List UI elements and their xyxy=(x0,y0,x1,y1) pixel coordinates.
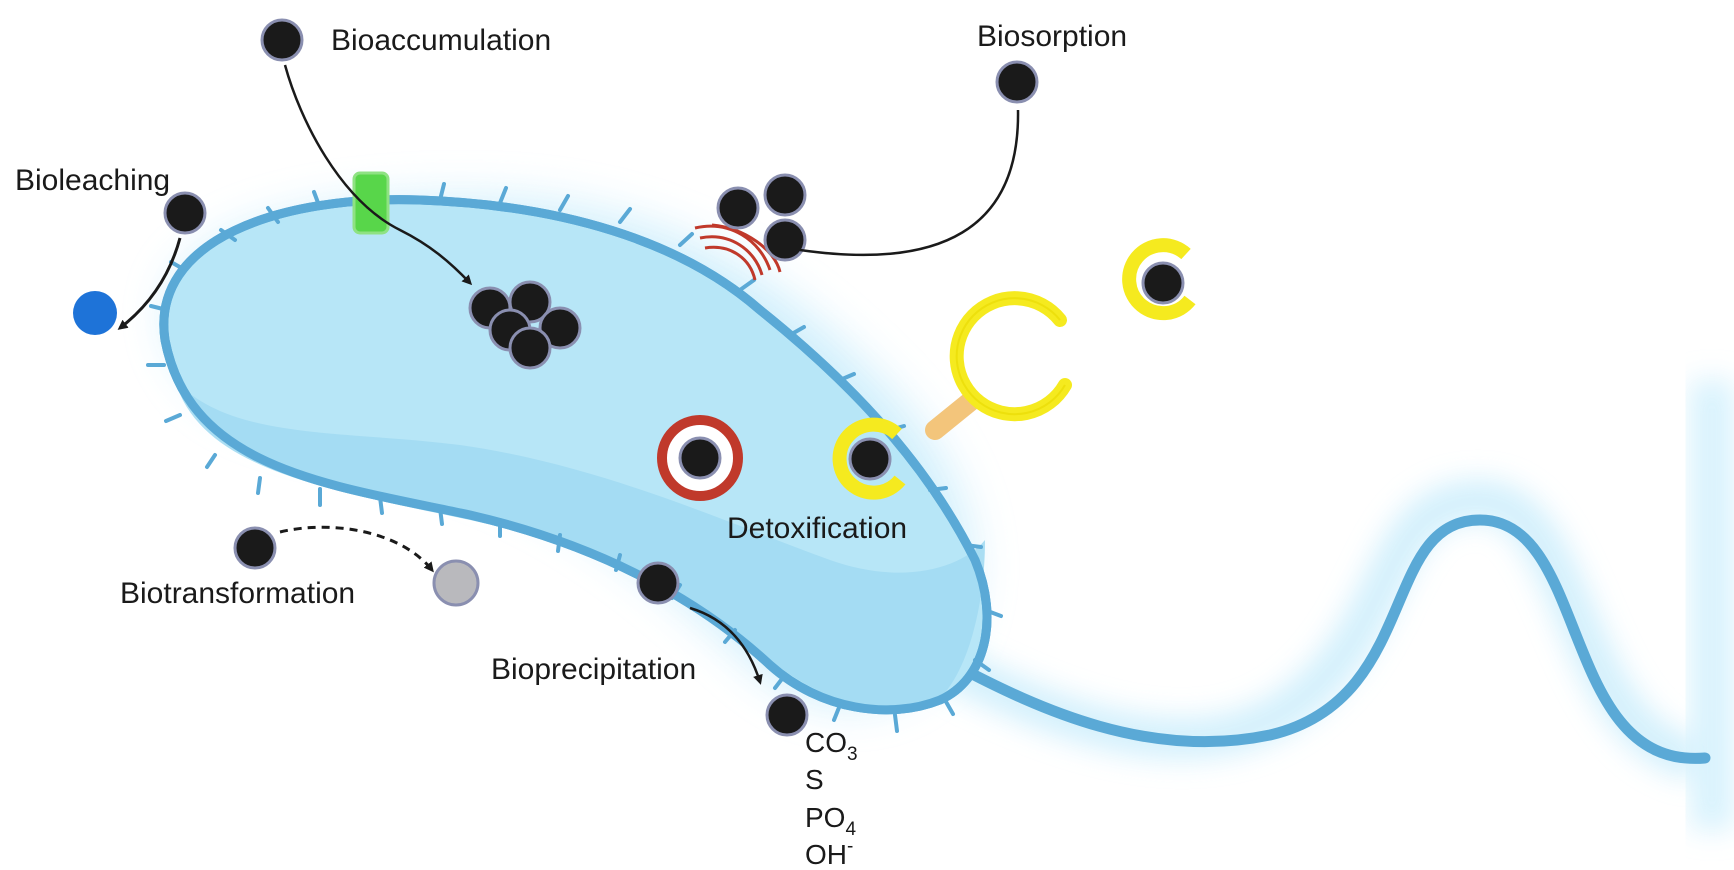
bioleaching-arrow xyxy=(117,237,182,330)
receptor-stalk-icon xyxy=(925,390,982,440)
bioleaching-label: Bioleaching xyxy=(15,164,170,197)
biotransformation-arrow xyxy=(279,525,434,573)
precipitate-list: CO3 S PO4 OH- xyxy=(805,727,858,870)
accumulated-metal-cluster xyxy=(468,280,582,370)
transporter-icon xyxy=(352,171,390,235)
chelated-metal-inside xyxy=(832,417,906,500)
bioleached-ion-icon xyxy=(73,291,117,335)
bioprecipitation-label: Bioprecipitation xyxy=(491,653,696,686)
transformed-ion-icon xyxy=(432,559,480,607)
metal-ion-icon xyxy=(163,191,207,235)
bacterial-cell xyxy=(159,195,992,715)
sorbed-metals xyxy=(716,173,807,262)
hydroxide-formula: OH- xyxy=(805,836,853,870)
metal-ion-icon xyxy=(260,18,304,62)
process-arrows xyxy=(117,64,1020,685)
metal-ion-icon xyxy=(848,437,892,481)
sulfide-formula: S xyxy=(805,764,824,795)
metal-ion-icon xyxy=(678,436,722,480)
metal-ion-icon xyxy=(765,693,809,737)
carbonate-formula: CO3 xyxy=(805,727,858,765)
metal-ion-icon xyxy=(1141,261,1185,305)
binding-site-icon xyxy=(694,223,782,281)
metal-ion-icon xyxy=(995,60,1039,104)
biosorption-label: Biosorption xyxy=(977,20,1127,53)
detoxification-label: Detoxification xyxy=(727,512,907,545)
metal-ion-icon xyxy=(636,561,680,605)
metal-ion-icon xyxy=(233,526,277,570)
bioaccumulation-arrow xyxy=(283,64,473,286)
flagellum-icon xyxy=(949,514,1711,764)
biotransformation-label: Biotransformation xyxy=(120,577,355,610)
chelated-metal-outside xyxy=(1122,238,1196,321)
biosorption-arrow xyxy=(799,109,1020,257)
sequestration-ring-icon xyxy=(657,415,743,501)
phosphate-formula: PO4 xyxy=(805,802,856,840)
bioprecipitation-arrow xyxy=(689,606,763,685)
bioaccumulation-label: Bioaccumulation xyxy=(331,24,551,57)
